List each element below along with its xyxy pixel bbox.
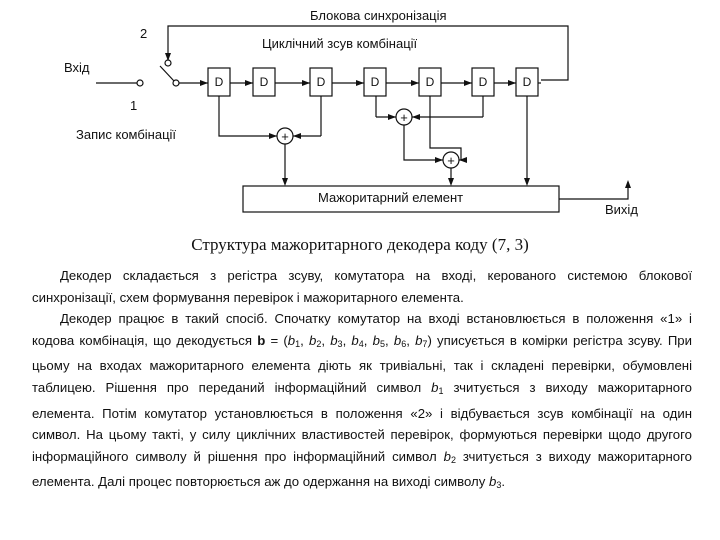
paragraph-1: Декодер складається з регістра зсуву, ко… — [32, 268, 692, 305]
adder-symbol: + — [281, 129, 289, 144]
write-combination-label: Запис комбінації — [76, 127, 176, 142]
adder-symbol: + — [400, 110, 408, 125]
description-text: Декодер складається з регістра зсуву, ко… — [32, 265, 692, 497]
position-1-label: 1 — [130, 98, 137, 113]
adder-symbol: + — [447, 153, 455, 168]
register-cell-label: D — [260, 75, 269, 89]
majority-element-label: Мажоритарний елемент — [318, 190, 463, 205]
block-sync-label: Блокова синхронізація — [310, 8, 447, 23]
output-line — [559, 182, 629, 200]
register-cell-label: D — [215, 75, 224, 89]
figure-caption: Структура мажоритарного декодера коду (7… — [191, 235, 529, 254]
register-cell-label: D — [523, 75, 532, 89]
input-label: Вхід — [64, 60, 90, 75]
output-label: Вихід — [605, 202, 638, 217]
switch-arm — [159, 65, 175, 82]
register-cell-label: D — [371, 75, 380, 89]
position-2-label: 2 — [140, 26, 147, 41]
register-cell-label: D — [426, 75, 435, 89]
tap-line — [218, 96, 277, 137]
paragraph-2: Декодер працює в такий спосіб. Спочатку … — [32, 311, 693, 491]
tap-line — [429, 96, 462, 161]
register-cell-label: D — [317, 75, 326, 89]
feedback-line — [167, 25, 569, 81]
decoder-diagram: Блокова синхронізація Циклічний зсув ком… — [64, 8, 638, 217]
register-cell-label: D — [479, 75, 488, 89]
tap-line — [403, 125, 443, 161]
majority-element — [242, 185, 560, 213]
cyclic-shift-label: Циклічний зсув комбінації — [262, 36, 418, 51]
switch-contact-1 — [136, 79, 144, 87]
register-cell — [252, 67, 276, 97]
register-cell — [363, 67, 387, 97]
